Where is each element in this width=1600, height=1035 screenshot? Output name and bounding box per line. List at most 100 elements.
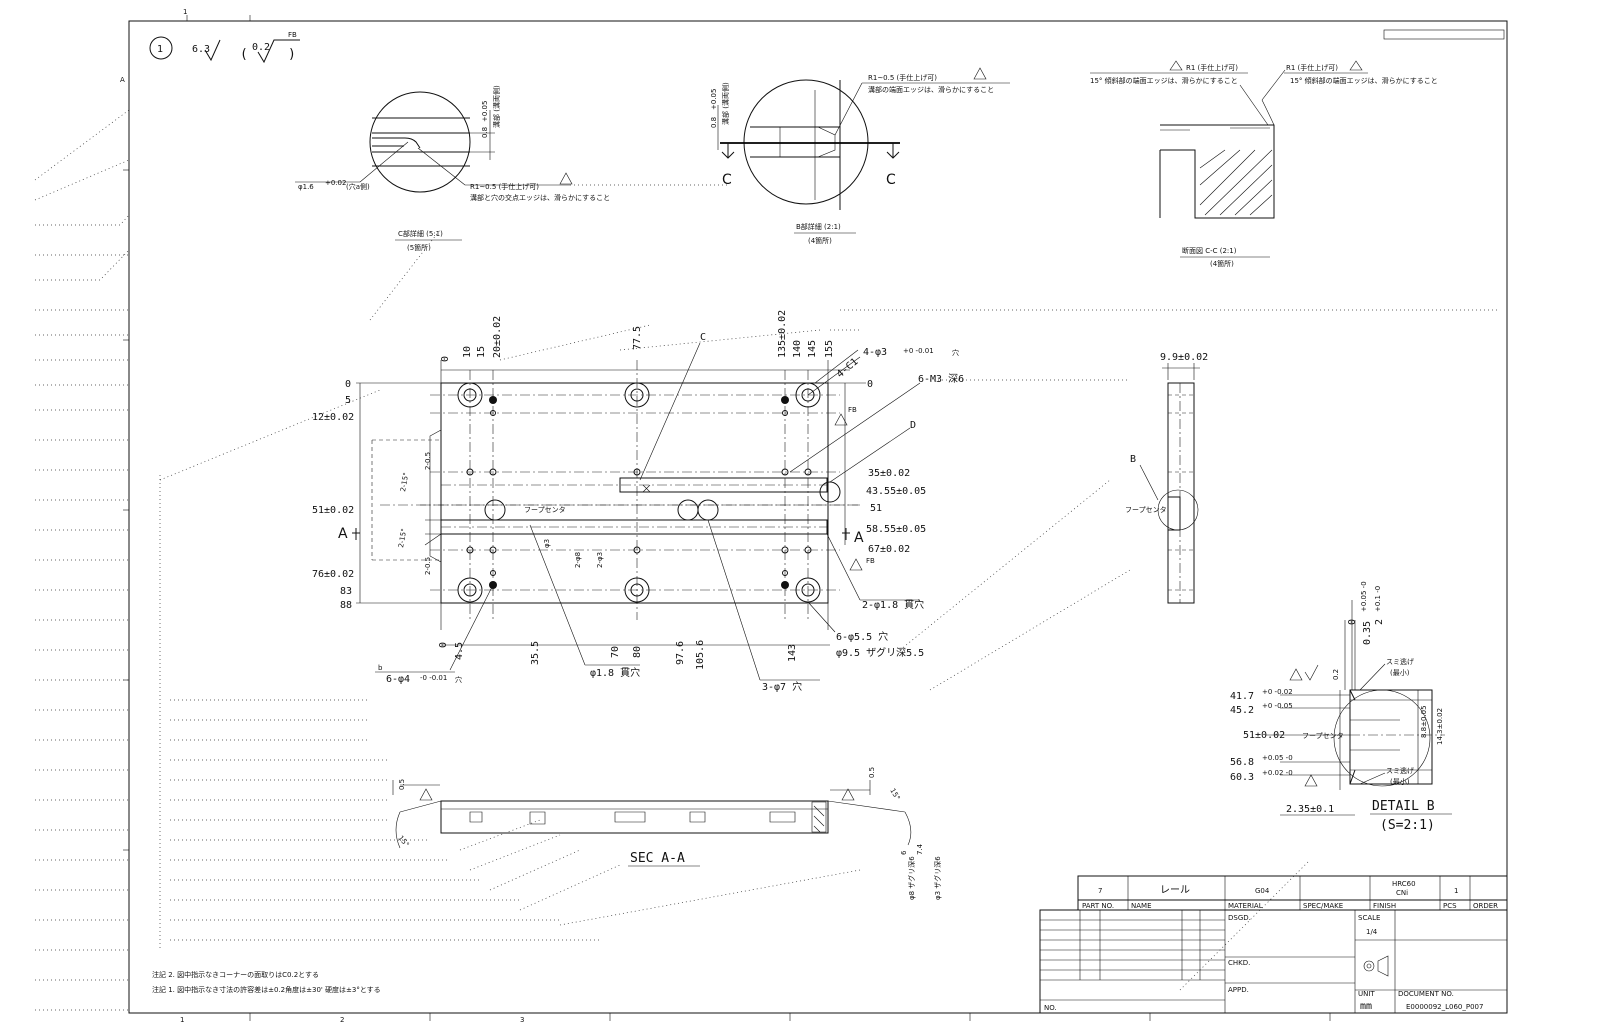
groove-dim-2phi3: 2-φ3: [596, 552, 604, 568]
detail-b-dim-45-2-tol: +0 -0.05: [1262, 702, 1293, 710]
left-dim-12: 12±0.02: [312, 412, 354, 423]
c-detail-radius-note: 溝部と穴の交点エッジは、滑らかにすること: [470, 193, 610, 202]
tb-header-spec: SPEC/MAKE: [1303, 902, 1343, 910]
right-dim-58-55: 58.55±0.05: [866, 524, 926, 535]
groove-dim-2phi8: 2-φ8: [574, 552, 582, 568]
note-1: 注記 1. 図中指示なき寸法の許容差は±0.2角度は±30' 硬度は±3°とする: [152, 985, 381, 994]
zone-label-bottom-2: 2: [340, 1016, 344, 1024]
c-detail-dim-note: 溝部 (溝両側): [492, 85, 501, 128]
bottom-dim-70: 70: [610, 646, 621, 658]
callout-chamfer: 4-C1: [835, 356, 861, 380]
side-view-width: 9.9±0.02: [1160, 352, 1208, 363]
section-cc-label-b: R1 (手仕上げ可): [1286, 63, 1338, 72]
note-triangle-icon: [1349, 60, 1363, 71]
detail-b-top-dim-2: 2: [1374, 619, 1385, 625]
c-detail-title: C部詳細 (5:1): [398, 229, 443, 238]
gap-bottom: 2-0.5: [424, 557, 432, 575]
groove-dim-phi3: φ3: [543, 539, 551, 548]
callout-hole4-tol: +0 -0.01: [903, 347, 934, 355]
bottom-dim-80: 80: [632, 646, 643, 658]
top-dim-140: 140: [792, 340, 803, 358]
slope-top: 2-15°: [399, 472, 410, 492]
sec-aa-dim-15-left: 15°: [396, 834, 410, 849]
top-dim-145: 145: [807, 340, 818, 358]
detail-b-note-top-sub: (最小): [1390, 668, 1410, 677]
detail-b-title: DETAIL B: [1372, 799, 1435, 814]
bottom-dim-97-6: 97.6: [675, 641, 686, 665]
b-detail-radius-label: R1~0.5 (手仕上げ可): [868, 73, 937, 82]
tb-doc-label: DOCUMENT NO.: [1398, 990, 1454, 998]
detail-b-dim-60-3-tol: +0.02 -0: [1262, 769, 1293, 777]
sheet-number-circle: [149, 36, 173, 60]
b-detail-view: C C 0.8 +0.05 溝部 (溝両側) R1~0.5 (手仕上げ可) 溝部…: [710, 67, 1010, 245]
section-cc-note-b: 15° 傾斜部の端面エッジは、滑らかにすること: [1290, 76, 1438, 85]
right-dim-35: 35±0.02: [868, 468, 910, 479]
tb-scale-label: SCALE: [1358, 914, 1380, 922]
note-triangle-icon: [973, 67, 987, 80]
side-view-b-ref: B: [1130, 454, 1136, 465]
general-notes: 注記 2. 図中指示なきコーナーの面取りはC0.2とする 注記 1. 図中指示な…: [152, 970, 381, 994]
section-cc-view: R1 (手仕上げ可) 15° 傾斜部の端面エッジは、滑らかにすること R1 (手…: [1090, 60, 1438, 268]
top-dim-10: 10: [462, 346, 473, 358]
sec-aa-dim-15-right: 15°: [888, 787, 901, 802]
detail-b-note-top: スミ逃げ: [1386, 657, 1414, 666]
c-detail-hole-tol: +0.02: [325, 179, 346, 187]
left-dim-88: 88: [340, 600, 352, 611]
tb-dsgd: DSGD.: [1228, 914, 1251, 922]
top-dim-0: 0: [440, 356, 451, 362]
sec-aa-title: SEC A-A: [630, 851, 685, 866]
detail-b-dim-45-2: 45.2: [1230, 705, 1254, 716]
c-detail-radius-label: R1~0.5 (手仕上げ可): [470, 182, 539, 191]
note-triangle-icon: [1304, 774, 1318, 787]
roughness-main-value: 6.3: [192, 44, 210, 55]
detail-b-bottom-dim: 2.35±0.1: [1286, 804, 1334, 815]
c-detail-dim-08-tol: +0.05: [481, 101, 489, 122]
tb-unit-label: UNIT: [1358, 990, 1375, 998]
tb-scale-value: 1/4: [1366, 928, 1378, 936]
note-triangle-icon: [834, 413, 848, 426]
roughness-check-icon: [1304, 664, 1319, 681]
zone-label-bottom-3: 3: [520, 1016, 524, 1024]
bottom-dim-35-5: 35.5: [530, 641, 541, 665]
sec-aa-cb-note2: φ3 ザグリ深6: [933, 856, 942, 900]
tb-part-name: レール: [1160, 885, 1190, 896]
tb-item-no: 7: [1098, 887, 1102, 895]
right-dim-67: 67±0.02: [868, 544, 910, 555]
drawing-frame: 1 A 1 2 3: [120, 8, 1508, 1024]
section-aa-view: 0.5 0.5 15° 15° 6 7.4 φ8 ザグリ深6 φ3 ザグリ深6 …: [392, 767, 942, 900]
sec-aa-dim-7-4: 7.4: [916, 843, 924, 855]
groove-center-label: フープセンタ: [524, 505, 566, 514]
detail-b-note-bottom: スミ逃げ: [1386, 766, 1414, 775]
tb-qty: 1: [1454, 887, 1458, 895]
rail-outline: [440, 382, 829, 604]
detail-b-dim-56-8-tol: +0.05 -0: [1262, 754, 1293, 762]
callout-d-ref: D: [910, 420, 916, 431]
sec-aa-cb-note: φ8 ザグリ深6: [907, 856, 916, 900]
b-detail-dim-08-tol: +0.05: [710, 89, 718, 110]
left-dim-51: 51±0.02: [312, 505, 354, 516]
callout-cbore: φ9.5 ザグリ深5.5: [836, 646, 924, 659]
side-view-groove-center: フープセンタ: [1125, 505, 1167, 514]
top-dim-155: 155: [824, 340, 835, 358]
detail-b-note-bottom-sub: (最小): [1390, 777, 1410, 786]
left-dim-0: 0: [345, 379, 351, 390]
top-dim-77-5: 77.5: [632, 326, 643, 350]
detail-b-v-label: 0.2: [1332, 669, 1340, 680]
right-dim-51: 51: [870, 503, 882, 514]
detail-b-top-dim-0: 0: [1347, 619, 1358, 625]
svg-text:): ): [288, 47, 296, 62]
groove-upper: [619, 477, 828, 493]
roughness-check-icon-alt: [257, 39, 300, 64]
left-dim-76: 76±0.02: [312, 569, 354, 580]
roughness-check-icon: [204, 39, 221, 62]
detail-b-top-dim-0-35: 0.35: [1362, 621, 1373, 645]
b-detail-sub: (4箇所): [808, 236, 832, 245]
note-triangle-icon: [1169, 60, 1183, 71]
callout-hole4-suffix: 穴: [952, 348, 959, 357]
right-dim-0: 0: [867, 379, 873, 390]
section-cc-sub: (4箇所): [1210, 259, 1234, 268]
callout-hole55: 6-φ5.5 穴: [836, 630, 888, 643]
tb-header-finish: FINISH: [1373, 902, 1396, 910]
c-detail-dim-08: 0.8: [481, 127, 489, 138]
tb-header-material: MATERIAL: [1228, 902, 1263, 910]
